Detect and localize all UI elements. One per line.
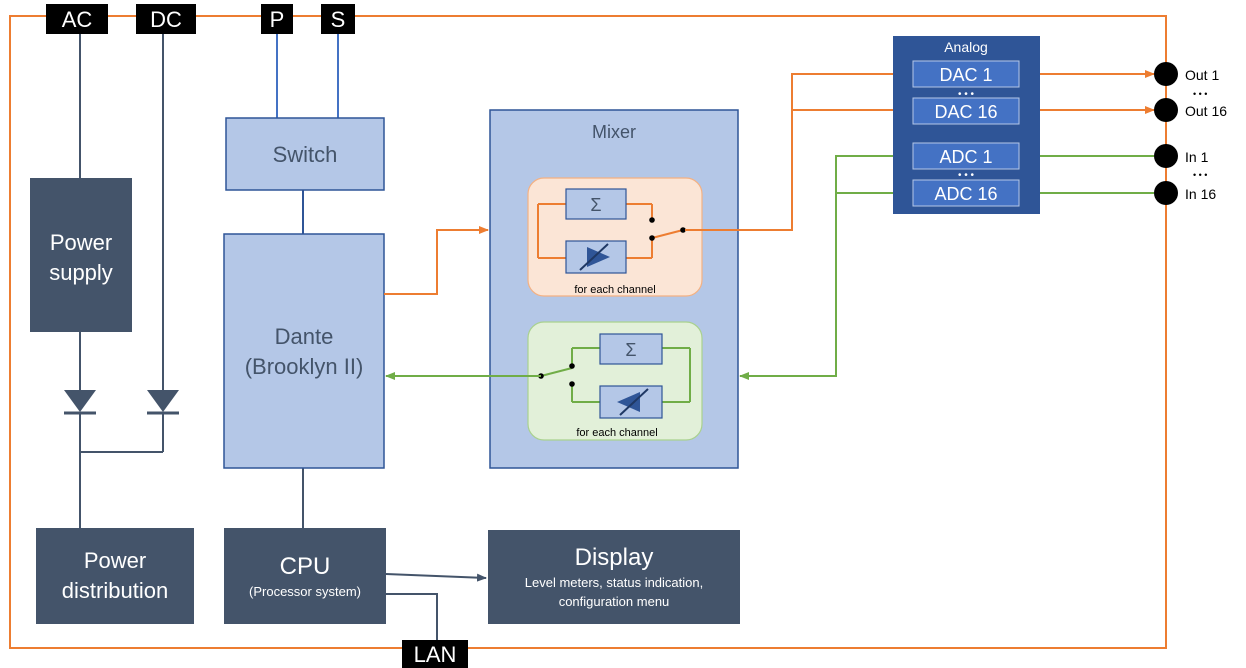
for-each-channel-top: for each channel bbox=[574, 284, 655, 296]
dante-block: Dante (Brooklyn II) bbox=[223, 233, 385, 469]
cpu-display-arrow bbox=[385, 573, 487, 582]
in1-label: In 1 bbox=[1185, 149, 1209, 165]
analog-title: Analog bbox=[944, 39, 988, 55]
network-lines bbox=[276, 30, 339, 118]
out16-label: Out 16 bbox=[1185, 103, 1227, 119]
dante-label-1: Dante bbox=[275, 324, 334, 349]
adc1-block: ADC 1 bbox=[912, 142, 1020, 170]
switch-block: Switch bbox=[225, 117, 385, 191]
switch-label: Switch bbox=[273, 142, 338, 167]
power-distribution-label-1: Power bbox=[84, 548, 146, 573]
power-path bbox=[79, 30, 164, 528]
dac16-block: DAC 16 bbox=[912, 97, 1020, 125]
for-each-channel-bottom: for each channel bbox=[576, 427, 657, 439]
switch-contact-icon bbox=[649, 217, 655, 223]
sum-block-input bbox=[599, 333, 663, 365]
connector-ac-label: AC bbox=[62, 7, 93, 32]
cpu-sublabel: (Processor system) bbox=[249, 584, 361, 599]
connector-p-label: P bbox=[270, 7, 285, 32]
adc16-block: ADC 16 bbox=[912, 179, 1020, 207]
connector-p: P bbox=[261, 4, 293, 34]
adc1-label: ADC 1 bbox=[939, 147, 992, 167]
dac-dots: • • • bbox=[958, 89, 975, 100]
fader-icon-output bbox=[565, 240, 627, 274]
out1-port-icon bbox=[1154, 62, 1178, 86]
in16-port-icon bbox=[1154, 181, 1178, 205]
in16-label: In 16 bbox=[1185, 186, 1216, 202]
cpu-block: CPU (Processor system) bbox=[224, 528, 386, 624]
switch-contact-icon bbox=[569, 363, 575, 369]
connector-lan: LAN bbox=[402, 640, 468, 668]
display-block: Display Level meters, status indication,… bbox=[488, 530, 740, 624]
device-enclosure bbox=[9, 15, 1167, 649]
power-distribution-label-2: distribution bbox=[62, 578, 168, 603]
in1-port-icon bbox=[1154, 144, 1178, 168]
mixer-to-dac1-arrow bbox=[685, 70, 912, 231]
connector-s: S bbox=[321, 4, 355, 34]
power-supply-label-2: supply bbox=[49, 260, 113, 285]
power-supply-label-1: Power bbox=[50, 230, 112, 255]
connector-s-label: S bbox=[331, 7, 346, 32]
cpu-lan-link bbox=[386, 593, 438, 640]
out-dots: • • • bbox=[1193, 89, 1207, 99]
adc16-label: ADC 16 bbox=[934, 184, 997, 204]
display-sublabel-2: configuration menu bbox=[559, 594, 670, 609]
mixer-input-wiring bbox=[540, 347, 691, 403]
connector-lan-label: LAN bbox=[414, 642, 457, 667]
dac16-label: DAC 16 bbox=[934, 102, 997, 122]
connector-ac: AC bbox=[46, 4, 108, 34]
dante-label-2: (Brooklyn II) bbox=[245, 354, 364, 379]
adc-dots: • • • bbox=[958, 170, 975, 181]
connector-dc: DC bbox=[136, 4, 196, 34]
sum-symbol-output: Σ bbox=[590, 195, 601, 215]
power-distribution-block: Power distribution bbox=[36, 528, 194, 624]
sum-symbol-input: Σ bbox=[625, 340, 636, 360]
dac1-label: DAC 1 bbox=[939, 65, 992, 85]
out1-label: Out 1 bbox=[1185, 67, 1219, 83]
switch-contact-icon bbox=[569, 381, 575, 387]
cpu-label: CPU bbox=[280, 553, 331, 580]
switch-pivot-icon bbox=[680, 227, 686, 233]
display-sublabel-1: Level meters, status indication, bbox=[525, 575, 703, 590]
connector-dc-label: DC bbox=[150, 7, 182, 32]
switch-contact-icon bbox=[649, 235, 655, 241]
out16-port-icon bbox=[1154, 98, 1178, 122]
mixer-title: Mixer bbox=[592, 122, 636, 142]
dac1-block: DAC 1 bbox=[912, 60, 1020, 88]
in-dots: • • • bbox=[1193, 170, 1207, 180]
display-label: Display bbox=[575, 544, 654, 571]
mixer-output-wiring bbox=[537, 203, 684, 259]
diode-dc-icon bbox=[147, 390, 179, 415]
sum-block-output bbox=[565, 188, 627, 220]
power-supply-block: Power supply bbox=[30, 178, 132, 332]
diode-ac-icon bbox=[64, 390, 96, 415]
dante-to-mixer-arrow bbox=[384, 226, 489, 295]
adc-to-mixer-arrow bbox=[739, 155, 912, 380]
fader-icon-input bbox=[599, 385, 663, 419]
